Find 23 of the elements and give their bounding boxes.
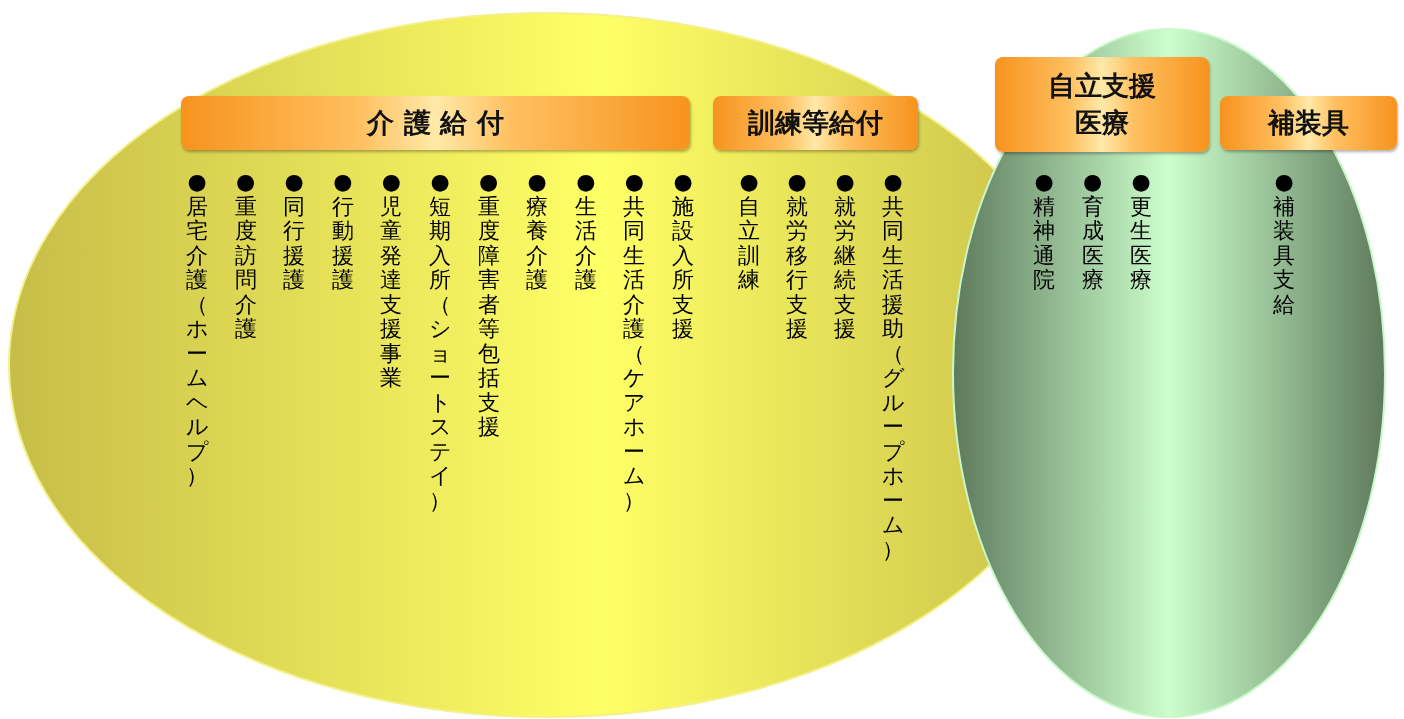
list-item: ●就労継続支援 [833,170,857,342]
list-item: ●育成医療 [1080,170,1105,293]
list-item: ●補装具支給 [1272,170,1296,317]
list-item: ●同行援護 [282,170,307,293]
list-item: ●行動援護 [330,170,355,293]
category-header: 補装具 [1220,96,1397,150]
list-item: ●生活介護 [573,170,598,293]
list-item: ●就労移行支援 [785,170,809,342]
list-item: ●重度訪問介護 [233,170,258,342]
list-item: ●共同生活援助（グループホーム） [881,170,905,562]
list-item: ●自立訓練 [737,170,761,293]
category-header: 訓練等給付 [713,96,918,150]
list-item: ●精神通院 [1032,170,1056,293]
list-item: ●重度障害者等包括支援 [476,170,501,440]
list-item: ●更生医療 [1129,170,1153,293]
category-header: 自立支援医療 [995,57,1209,152]
list-item: ●短期入所（ショートステイ） [428,170,452,513]
list-item: ●施設入所支援 [671,170,695,342]
list-item: ●共同生活介護（ケアホーム） [622,170,647,513]
list-item: ●居宅介護（ホームヘルプ） [185,170,209,489]
category-header: 介 護 給 付 [181,96,690,150]
list-item: ●療養介護 [525,170,550,293]
list-item: ●児童発達支援事業 [379,170,404,391]
